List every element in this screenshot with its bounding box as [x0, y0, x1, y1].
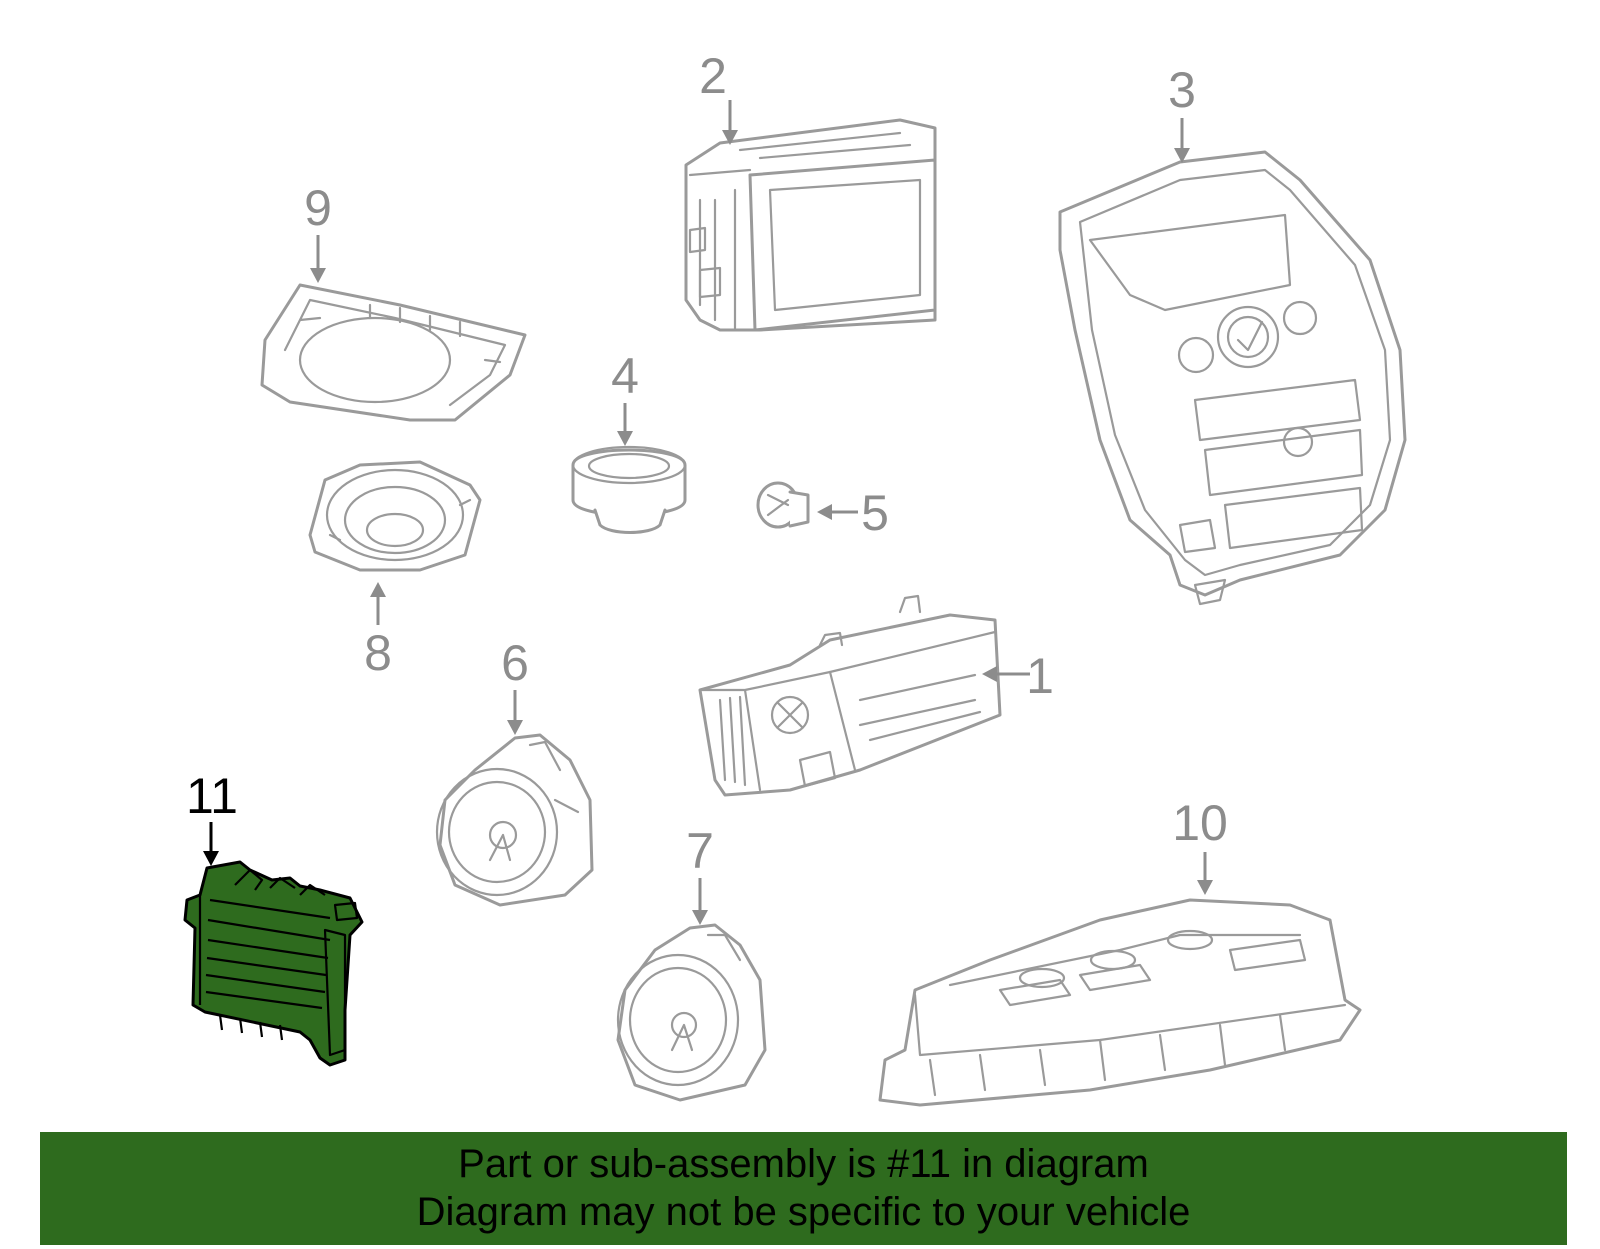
part-4-ring-adapter[interactable] — [571, 445, 687, 534]
callout-7-label: 7 — [686, 823, 714, 879]
callout-10-label: 10 — [1172, 795, 1228, 851]
callout-6: 6 — [501, 635, 529, 735]
callout-4: 4 — [611, 348, 639, 446]
callout-2-label: 2 — [699, 48, 727, 104]
part-1-radio-receiver[interactable] — [698, 594, 1002, 797]
callout-1: 1 — [982, 648, 1054, 704]
part-5-connector[interactable] — [756, 481, 810, 529]
callout-11: 11 — [186, 768, 238, 866]
callout-10: 10 — [1172, 795, 1228, 895]
callout-3: 3 — [1168, 62, 1196, 163]
part-8-tweeter-speaker[interactable] — [308, 460, 482, 572]
callout-9-label: 9 — [304, 180, 332, 236]
part-7-speaker[interactable] — [616, 923, 767, 1102]
callout-3-label: 3 — [1168, 62, 1196, 118]
part-6-door-speaker[interactable] — [435, 733, 594, 907]
callout-8-label: 8 — [364, 625, 392, 681]
part-10-control-module[interactable] — [878, 898, 1362, 1107]
callout-9: 9 — [304, 180, 332, 283]
callout-8: 8 — [364, 582, 392, 681]
callout-5-label: 5 — [861, 485, 889, 541]
part-2-display-module[interactable] — [684, 118, 937, 332]
part-3-center-bezel[interactable] — [1058, 150, 1407, 606]
callout-7: 7 — [686, 823, 714, 925]
callout-4-label: 4 — [611, 348, 639, 404]
callout-6-label: 6 — [501, 635, 529, 691]
callout-5: 5 — [817, 485, 889, 541]
callout-2: 2 — [699, 48, 738, 145]
part-11-amplifier[interactable] — [183, 860, 364, 1067]
banner-line-disclaimer: Diagram may not be specific to your vehi… — [416, 1190, 1191, 1234]
banner-line-part: Part or sub-assembly is #11 in diagram — [458, 1142, 1149, 1186]
part-9-speaker-bracket[interactable] — [260, 283, 527, 422]
info-banner: Part or sub-assembly is #11 in diagram D… — [40, 1132, 1567, 1245]
callout-11-label: 11 — [186, 768, 238, 824]
callout-1-label: 1 — [1026, 648, 1054, 704]
